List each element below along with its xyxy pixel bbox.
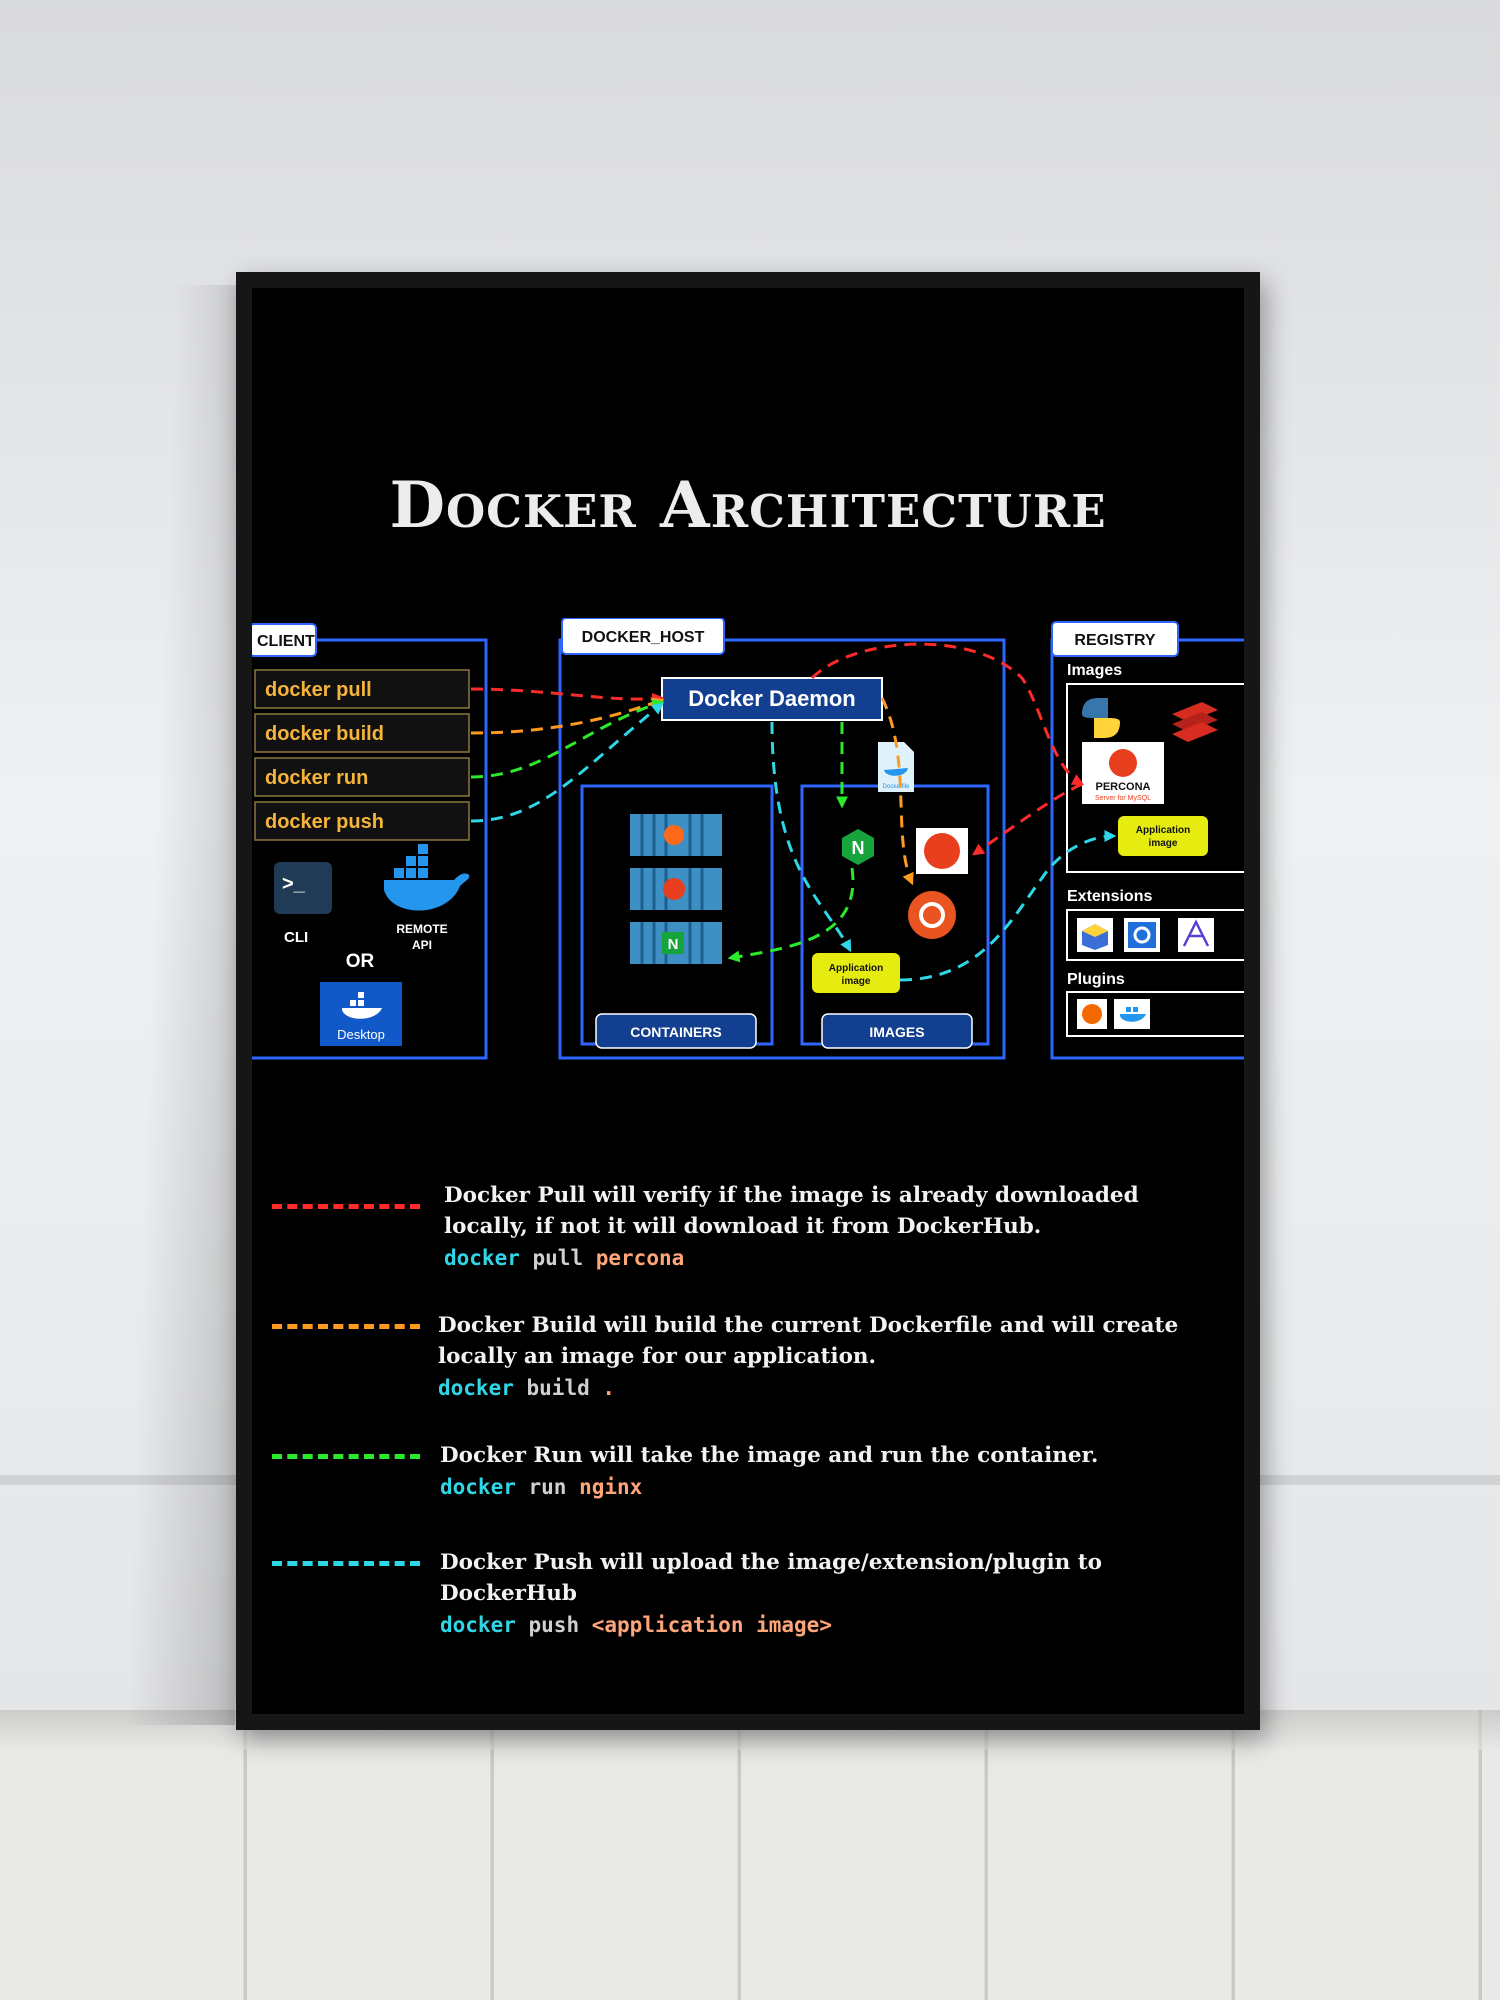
legend-build-text: Docker Build will build the current Dock… [438,1310,1198,1404]
redis-icon [1172,702,1218,742]
legend-run-code: docker run nginx [440,1475,643,1499]
percona-subtitle: Server for MySQL [1095,795,1151,802]
architecture-diagram: CLIENT docker pull docker build docker r… [252,618,1244,1060]
app-image-host-line1: Application [829,963,883,974]
legend-build-code: docker build . [438,1376,616,1400]
command-build-box [254,713,470,753]
command-run-box [254,757,470,797]
run-flow-container [727,867,855,963]
pull-flow-client [470,687,665,705]
legend-pull-code: docker pull percona [444,1246,685,1270]
registry-images-heading: Images [1067,662,1122,679]
pull-flow-local [972,782,1083,856]
client-commands: docker pull docker build docker run dock… [254,669,470,841]
percona-name: PERCONA [1095,781,1150,793]
pull-flow-registry [810,642,1085,786]
build-flow-client [470,697,665,735]
application-image-registry: Application image [1118,816,1208,856]
legend-pull-description: Docker Pull will verify if the image is … [444,1183,1139,1239]
percona-icon [663,878,685,900]
percona-registry-logo: PERCONA Server for MySQL [1082,742,1164,804]
remote-api-label-2: API [412,938,432,952]
remote-api-label-1: REMOTE [396,922,447,936]
cli-icon: >_ [274,862,332,914]
nginx-image-icon: N [842,829,874,865]
plugins-row [1066,991,1244,1037]
flow-arrows [470,642,1117,982]
application-image-host: Application image [812,953,900,993]
docker-whale-icon [384,844,470,911]
legend-push-text: Docker Push will upload the image/extens… [440,1547,1200,1641]
legend-run-text: Docker Run will take the image and run t… [440,1440,1200,1503]
svg-text:N: N [668,936,679,953]
command-push-box [254,801,470,841]
ubuntu-image-mark [919,902,945,928]
container-stack: N [630,814,722,964]
client-panel: CLIENT [252,623,488,1060]
docker-daemon: Docker Daemon [661,677,883,721]
pull-dash-line [272,1204,420,1209]
desktop-label: Desktop [337,1027,385,1042]
push-dash-line [272,1561,420,1566]
poster-title: Docker Architecture [389,468,1107,543]
legend-push-code: docker push <application image> [440,1613,832,1637]
extensions-row [1066,909,1244,961]
push-flow-registry [899,830,1117,982]
command-run: docker run [265,767,368,789]
containers-panel: CONTAINERS [580,784,774,1049]
legend-pull-text: Docker Pull will verify if the image is … [444,1180,1204,1274]
legend-run-description: Docker Run will take the image and run t… [440,1443,1099,1468]
wooden-floor [0,1710,1500,2000]
docker-host-panel: DOCKER_HOST [558,618,1006,1060]
command-build: docker build [265,723,384,745]
dockerfile-label: Dockerfile [883,784,910,790]
registry-panel: REGISTRY Images [1050,621,1244,1060]
containers-label: CONTAINERS [630,1024,722,1040]
legend-build-description: Docker Build will build the current Dock… [438,1313,1179,1369]
build-dash-line [272,1324,420,1329]
build-flow-image [880,697,914,886]
app-image-registry-line1: Application [1136,825,1190,836]
command-pull: docker pull [265,679,372,701]
registry-label: REGISTRY [1074,632,1156,649]
nginx-icon [662,932,684,954]
docker-host-label: DOCKER_HOST [582,629,705,646]
push-flow-client [470,702,664,823]
svg-text:N: N [852,838,865,858]
ubuntu-icon [664,825,684,845]
run-flow-client [470,699,665,779]
docker-desktop-icon: Desktop [320,982,402,1046]
ubuntu-image-icon [908,891,956,939]
or-label: OR [346,951,375,972]
app-image-host-line2: image [842,976,871,987]
client-label: CLIENT [257,633,315,650]
poster: Docker Architecture CLIENT docker pull d… [252,288,1244,1714]
percona-image-icon [916,828,968,874]
app-image-registry-line2: image [1149,838,1178,849]
dockerfile-icon: Dockerfile [878,742,914,792]
python-icon [1082,698,1120,738]
cli-label: CLI [284,929,308,946]
run-dash-line [272,1454,420,1459]
svg-text:>_: >_ [282,873,306,895]
command-pull-box [254,669,470,709]
images-label: IMAGES [869,1024,924,1040]
legend-push-description: Docker Push will upload the image/extens… [440,1550,1102,1606]
docker-daemon-label: Docker Daemon [688,686,856,711]
registry-plugins-heading: Plugins [1067,971,1125,988]
push-flow-daemon [770,721,852,953]
command-push: docker push [265,811,384,833]
registry-extensions-heading: Extensions [1067,888,1152,905]
